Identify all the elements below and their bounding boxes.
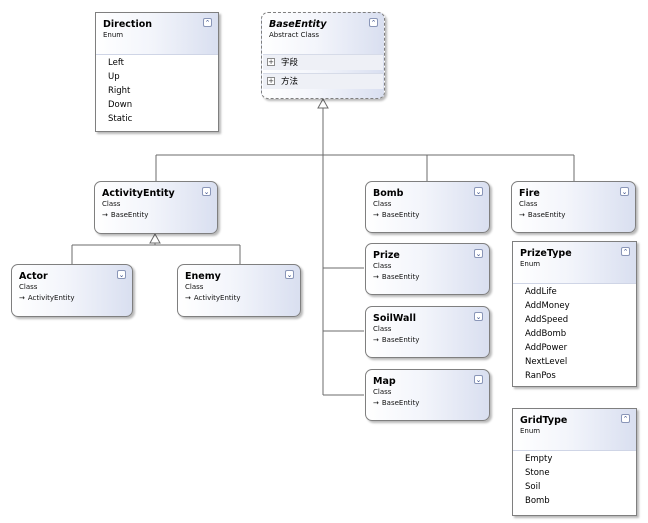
inherits-arrow-icon: →	[19, 294, 25, 302]
expand-icon[interactable]: ⌄	[474, 375, 483, 384]
enum-literal: Static	[108, 114, 133, 124]
enum-literal: Up	[108, 72, 120, 82]
base-entity-class-shape[interactable]: BaseEntity Abstract Class ⌃ + 字段 + 方法	[261, 12, 385, 99]
enum-literal: Stone	[525, 468, 550, 478]
inheritance-arrowhead	[149, 232, 161, 244]
fields-section[interactable]: + 字段	[263, 54, 383, 70]
prize-type-enum-shape[interactable]: PrizeType Enum ⌃ AddLife AddMoney AddSpe…	[512, 241, 637, 387]
enum-literal: AddPower	[525, 343, 568, 353]
enum-literal: NextLevel	[525, 357, 568, 367]
methods-section[interactable]: + 方法	[263, 73, 383, 89]
soil-wall-base: →BaseEntity	[373, 336, 420, 344]
enemy-class-shape[interactable]: Enemy Class →ActivityEntity ⌄	[177, 264, 301, 317]
grid-type-title: GridType	[520, 415, 568, 426]
inherits-arrow-icon: →	[373, 273, 379, 281]
enum-literal: RanPos	[525, 371, 556, 381]
map-title: Map	[373, 376, 396, 387]
map-kind: Class	[373, 388, 392, 396]
expand-icon[interactable]: ⌄	[620, 187, 629, 196]
bomb-title: Bomb	[373, 188, 404, 199]
actor-title: Actor	[19, 271, 48, 282]
soil-wall-class-shape[interactable]: SoilWall Class →BaseEntity ⌄	[365, 306, 490, 358]
collapse-icon[interactable]: ⌃	[369, 18, 378, 27]
soil-wall-title: SoilWall	[373, 313, 416, 324]
collapse-icon[interactable]: ⌃	[621, 247, 630, 256]
inheritance-arrowhead	[317, 97, 329, 109]
actor-kind: Class	[19, 283, 38, 291]
enum-literal: Left	[108, 58, 124, 68]
enum-literal: Bomb	[525, 496, 550, 506]
inherits-arrow-icon: →	[185, 294, 191, 302]
activity-entity-kind: Class	[102, 200, 121, 208]
expand-plus-icon[interactable]: +	[267, 58, 275, 66]
base-entity-title: BaseEntity	[269, 19, 327, 30]
methods-section-label: 方法	[281, 77, 299, 87]
prize-type-title: PrizeType	[520, 248, 572, 259]
prize-class-shape[interactable]: Prize Class →BaseEntity ⌄	[365, 243, 490, 295]
enum-literal: AddLife	[525, 287, 557, 297]
expand-icon[interactable]: ⌄	[117, 270, 126, 279]
direction-kind: Enum	[103, 31, 124, 39]
soil-wall-kind: Class	[373, 325, 392, 333]
direction-literals: Left Up Right Down Static	[96, 54, 218, 131]
inherits-arrow-icon: →	[102, 211, 108, 219]
grid-type-literals: Empty Stone Soil Bomb	[513, 450, 636, 515]
collapse-icon[interactable]: ⌃	[621, 414, 630, 423]
expand-icon[interactable]: ⌄	[285, 270, 294, 279]
inherits-arrow-icon: →	[519, 211, 525, 219]
activity-entity-base: →BaseEntity	[102, 211, 149, 219]
fire-title: Fire	[519, 188, 540, 199]
activity-entity-class-shape[interactable]: ActivityEntity Class →BaseEntity ⌄	[94, 181, 218, 234]
enum-literal: Down	[108, 100, 133, 110]
expand-icon[interactable]: ⌄	[202, 187, 211, 196]
inherits-arrow-icon: →	[373, 211, 379, 219]
collapse-icon[interactable]: ⌃	[203, 18, 212, 27]
prize-base: →BaseEntity	[373, 273, 420, 281]
enum-literal: AddMoney	[525, 301, 570, 311]
activity-entity-title: ActivityEntity	[102, 188, 175, 199]
base-entity-kind: Abstract Class	[269, 31, 320, 39]
prize-kind: Class	[373, 262, 392, 270]
enemy-base: →ActivityEntity	[185, 294, 241, 302]
expand-plus-icon[interactable]: +	[267, 77, 275, 85]
grid-type-kind: Enum	[520, 427, 541, 435]
fire-class-shape[interactable]: Fire Class →BaseEntity ⌄	[511, 181, 636, 233]
enum-literal: AddSpeed	[525, 315, 569, 325]
fire-base: →BaseEntity	[519, 211, 566, 219]
actor-base: →ActivityEntity	[19, 294, 75, 302]
map-base: →BaseEntity	[373, 399, 420, 407]
direction-title: Direction	[103, 19, 152, 30]
enemy-title: Enemy	[185, 271, 221, 282]
enum-literal: Right	[108, 86, 131, 96]
map-class-shape[interactable]: Map Class →BaseEntity ⌄	[365, 369, 490, 421]
direction-enum-shape[interactable]: Direction Enum ⌃ Left Up Right Down Stat…	[95, 12, 219, 132]
expand-icon[interactable]: ⌄	[474, 249, 483, 258]
prize-type-literals: AddLife AddMoney AddSpeed AddBomb AddPow…	[513, 283, 636, 386]
bomb-class-shape[interactable]: Bomb Class →BaseEntity ⌄	[365, 181, 490, 233]
grid-type-enum-shape[interactable]: GridType Enum ⌃ Empty Stone Soil Bomb	[512, 408, 637, 516]
bomb-base: →BaseEntity	[373, 211, 420, 219]
bomb-kind: Class	[373, 200, 392, 208]
enum-literal: Empty	[525, 454, 553, 464]
prize-type-kind: Enum	[520, 260, 541, 268]
prize-title: Prize	[373, 250, 400, 261]
expand-icon[interactable]: ⌄	[474, 187, 483, 196]
expand-icon[interactable]: ⌄	[474, 312, 483, 321]
enemy-kind: Class	[185, 283, 204, 291]
fire-kind: Class	[519, 200, 538, 208]
inherits-arrow-icon: →	[373, 399, 379, 407]
inherits-arrow-icon: →	[373, 336, 379, 344]
actor-class-shape[interactable]: Actor Class →ActivityEntity ⌄	[11, 264, 133, 317]
enum-literal: Soil	[525, 482, 541, 492]
enum-literal: AddBomb	[525, 329, 567, 339]
fields-section-label: 字段	[281, 58, 299, 68]
